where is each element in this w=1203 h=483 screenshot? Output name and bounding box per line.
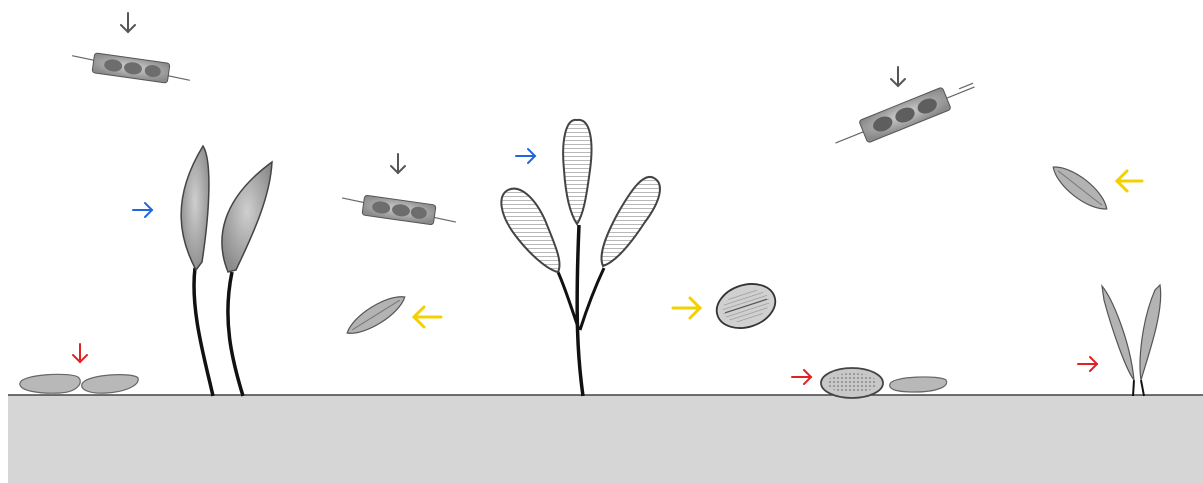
arrow-red-2 [792,370,811,384]
arrow-yellow-3 [1117,171,1142,191]
substrate [8,395,1203,483]
arrow-gray-1 [121,13,135,32]
motile-cell-naviculoid-1 [342,289,409,340]
motile-cell-oval-striate [711,277,781,335]
planktonic-cell-2 [340,192,458,228]
short-stalked-cells-right [1102,285,1161,396]
arrow-red-1 [73,344,87,362]
arrow-yellow-1 [414,307,441,327]
arrow-blue-1 [133,203,152,217]
adnate-cells-right [821,368,947,398]
motile-cell-naviculoid-2 [1047,159,1113,216]
stalked-cells-center [501,120,660,396]
arrow-blue-2 [516,149,535,163]
arrow-yellow-2 [673,298,700,318]
adnate-cells-left [20,374,138,393]
arrow-gray-3 [891,67,905,86]
planktonic-cell-1 [70,50,192,87]
arrow-gray-2 [391,154,405,173]
stalked-cells-left [181,146,272,396]
planktonic-cell-3 [831,76,979,154]
arrow-red-3 [1078,357,1097,371]
